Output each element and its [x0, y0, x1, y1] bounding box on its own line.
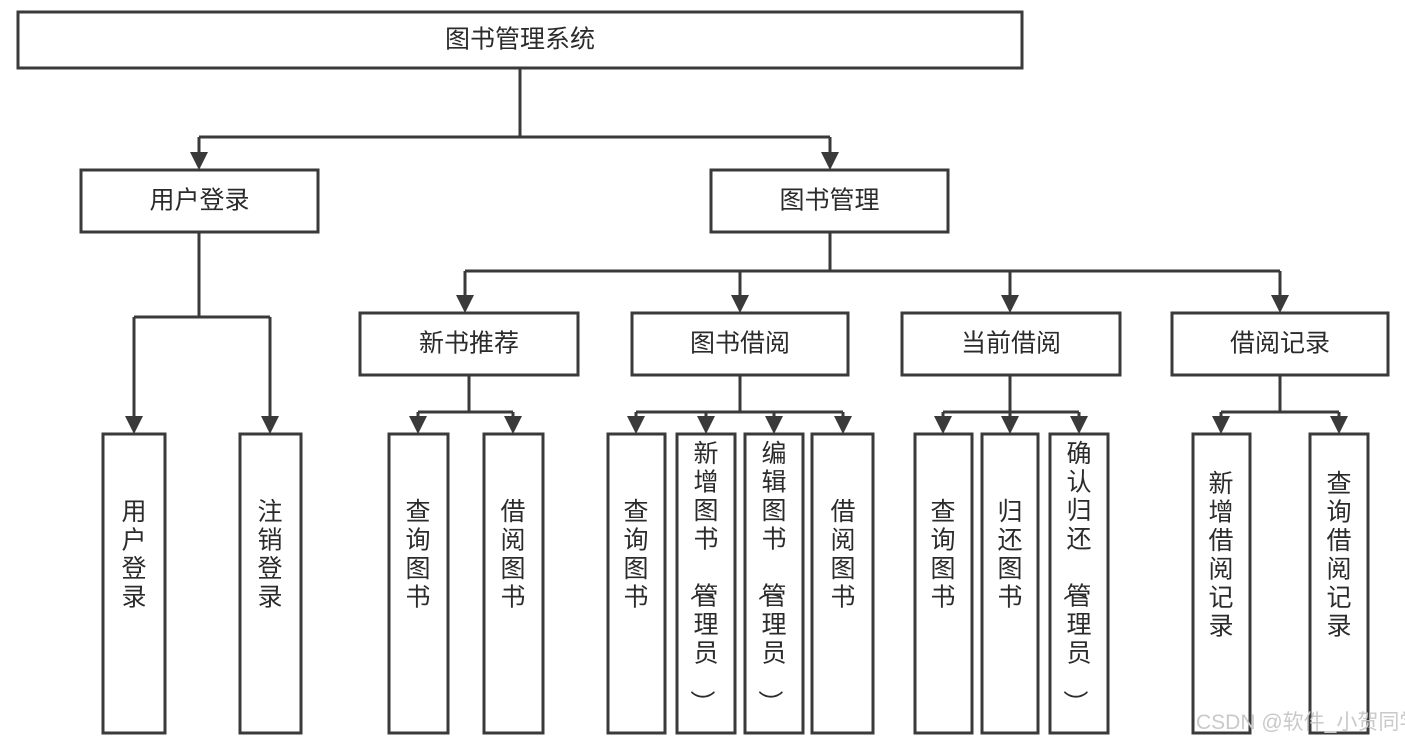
node-root-box[interactable] [16, 10, 1024, 70]
leaf-edit-book-label: 编辑图书（管理员） [755, 440, 786, 715]
node-book-borrow-label: 图书借阅 [690, 330, 790, 358]
leaf-node-borrow-book-recommend[interactable]: 借阅图书 [482, 432, 545, 735]
arrowhead-leaf-edit-book [765, 416, 783, 434]
leaf-borrow-book-recommend-box[interactable] [482, 432, 545, 735]
leaf-user-login-label: 用户登录 [121, 498, 146, 612]
node-new-book-recommend-label: 新书推荐 [419, 330, 519, 358]
leaf-borrow-book-box[interactable] [810, 432, 875, 735]
arrowhead-current-borrow [1001, 295, 1019, 313]
node-borrow-records[interactable]: 借阅记录 [1170, 311, 1390, 377]
arrowhead-leaf-query-book-borrow [627, 416, 645, 434]
leaf-query-book-recommend-label: 查询图书 [405, 498, 430, 612]
leaf-node-borrow-book[interactable]: 借阅图书 [810, 432, 875, 735]
arrowhead-book-management [821, 152, 839, 170]
leaf-node-query-book-recommend[interactable]: 查询图书 [387, 432, 450, 735]
node-current-borrow-box[interactable] [900, 311, 1122, 377]
node-root[interactable]: 图书管理系统 [16, 10, 1024, 70]
leaf-node-edit-book[interactable]: 编辑图书（管理员） [743, 432, 805, 735]
leaf-logout-box[interactable] [238, 432, 303, 735]
leaf-query-record-label: 查询借阅记录 [1326, 470, 1351, 641]
arrowhead-leaf-borrow-book [834, 416, 852, 434]
leaf-logout-label: 注销登录 [257, 498, 282, 612]
node-book-borrow-box[interactable] [630, 311, 850, 377]
node-root-label: 图书管理系统 [445, 26, 595, 54]
leaf-node-add-record[interactable]: 新增借阅记录 [1191, 432, 1252, 735]
leaf-edit-book-box[interactable] [743, 432, 805, 735]
leaf-query-book-recommend-box[interactable] [387, 432, 450, 735]
arrowhead-leaf-add-record [1212, 416, 1230, 434]
leaf-query-book-borrow-box[interactable] [606, 432, 667, 735]
arrowhead-leaf-query-book-recommend [409, 416, 427, 434]
arrowhead-leaf-user-login [125, 416, 143, 434]
leaf-query-record-box[interactable] [1308, 432, 1370, 735]
arrowhead-borrow-records [1271, 295, 1289, 313]
leaf-borrow-book-label: 借阅图书 [830, 498, 855, 612]
node-book-management-label: 图书管理 [779, 187, 879, 215]
leaf-confirm-return-box[interactable] [1048, 432, 1110, 735]
arrowhead-leaf-query-book-current [934, 416, 952, 434]
leaf-add-book-label: 新增图书（管理员） [687, 440, 718, 715]
leaf-node-query-book-borrow[interactable]: 查询图书 [606, 432, 667, 735]
leaf-add-record-box[interactable] [1191, 432, 1252, 735]
leaf-query-book-current-box[interactable] [913, 432, 974, 735]
leaf-return-book-label: 归还图书 [997, 498, 1022, 612]
arrowhead-leaf-add-book [697, 416, 715, 434]
node-user-login-label: 用户登录 [149, 187, 249, 215]
node-new-book-recommend-box[interactable] [358, 311, 580, 377]
node-borrow-records-label: 借阅记录 [1230, 330, 1330, 358]
leaf-node-query-book-current[interactable]: 查询图书 [913, 432, 974, 735]
node-current-borrow-label: 当前借阅 [961, 330, 1061, 358]
leaf-node-query-record[interactable]: 查询借阅记录 [1308, 432, 1370, 735]
arrowhead-leaf-query-record [1330, 416, 1348, 434]
node-book-management-box[interactable] [709, 168, 950, 234]
leaf-node-add-book[interactable]: 新增图书（管理员） [675, 432, 737, 735]
leaf-node-confirm-return[interactable]: 确认归还（管理员） [1048, 432, 1110, 735]
leaf-query-book-borrow-label: 查询图书 [623, 498, 648, 612]
leaf-node-user-login[interactable]: 用户登录 [101, 432, 167, 735]
leaf-query-book-current-label: 查询图书 [930, 498, 955, 612]
arrowhead-new-book-recommend [456, 295, 474, 313]
node-book-borrow[interactable]: 图书借阅 [630, 311, 850, 377]
connector-layer [125, 68, 1348, 434]
arrowhead-leaf-logout [261, 416, 279, 434]
node-book-management[interactable]: 图书管理 [709, 168, 950, 234]
leaf-node-logout[interactable]: 注销登录 [238, 432, 303, 735]
arrowhead-leaf-return-book [1001, 416, 1019, 434]
leaf-add-record-label: 新增借阅记录 [1208, 470, 1233, 641]
csdn-watermark: CSDN @软件_小贺同学 [1196, 711, 1405, 734]
leaf-node-return-book[interactable]: 归还图书 [980, 432, 1040, 735]
arrowhead-book-borrow [731, 295, 749, 313]
leaf-user-login-box[interactable] [101, 432, 167, 735]
leaf-add-book-box[interactable] [675, 432, 737, 735]
leaf-borrow-book-recommend-label: 借阅图书 [500, 498, 525, 612]
leaf-confirm-return-label: 确认归还（管理员） [1060, 440, 1091, 715]
node-current-borrow[interactable]: 当前借阅 [900, 311, 1122, 377]
leaf-return-book-box[interactable] [980, 432, 1040, 735]
node-borrow-records-box[interactable] [1170, 311, 1390, 377]
node-user-login[interactable]: 用户登录 [79, 168, 320, 234]
arrowhead-leaf-confirm-return [1070, 416, 1088, 434]
node-new-book-recommend[interactable]: 新书推荐 [358, 311, 580, 377]
node-user-login-box[interactable] [79, 168, 320, 234]
arrowhead-user-login [190, 152, 208, 170]
arrowhead-leaf-borrow-book-recommend [504, 416, 522, 434]
